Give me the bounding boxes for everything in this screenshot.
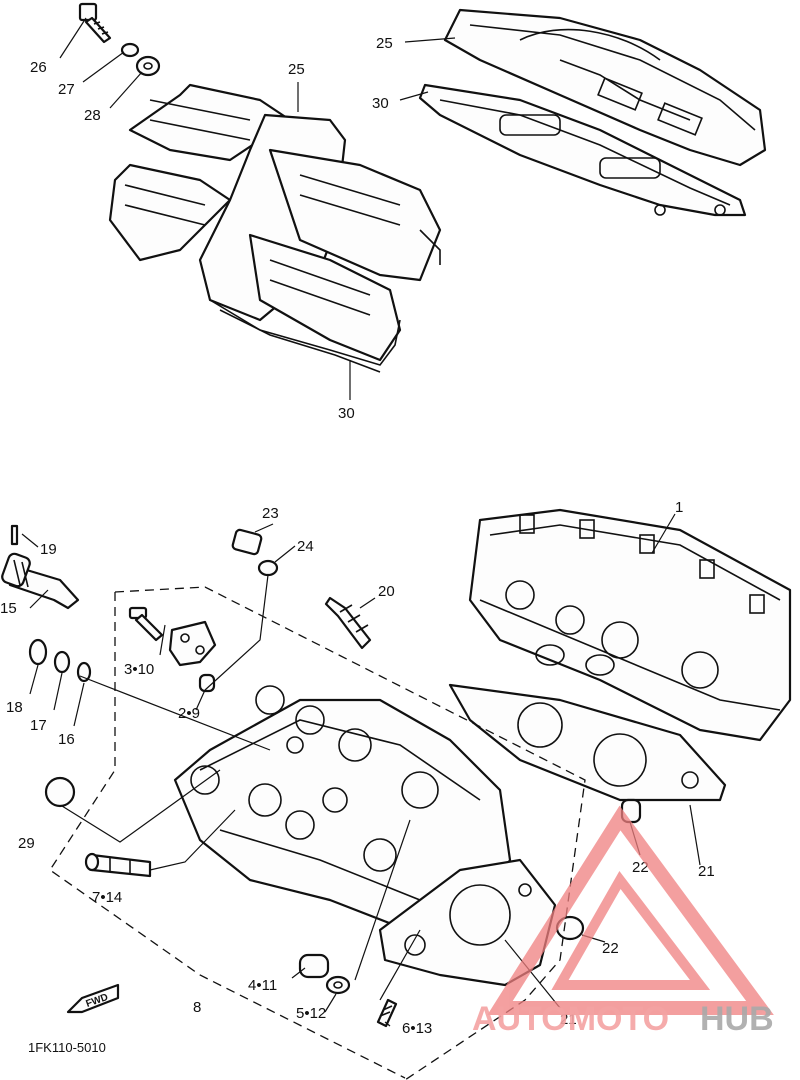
callout-15: 15 bbox=[0, 600, 17, 617]
callout-25-front: 25 bbox=[288, 61, 305, 78]
valve-cover-right bbox=[443, 8, 767, 167]
spark-plug-20 bbox=[324, 596, 372, 650]
callout-19: 19 bbox=[40, 541, 57, 558]
oring-17 bbox=[53, 650, 71, 674]
callout-6-13: 6•13 bbox=[402, 1020, 432, 1037]
oring-16 bbox=[76, 661, 92, 683]
assembly-boundary bbox=[114, 586, 586, 1080]
watermark: AUTOMOTO HUB bbox=[472, 805, 774, 1038]
callout-labels: 1 2•9 3•10 4•11 5•12 6•13 7•14 8 15 16 1… bbox=[0, 35, 715, 1037]
callout-1: 1 bbox=[675, 499, 683, 516]
callout-30-front: 30 bbox=[338, 405, 355, 422]
oring-18 bbox=[28, 638, 48, 666]
callout-4-11: 4•11 bbox=[248, 977, 277, 994]
part-code: 1FK110-5010 bbox=[28, 1040, 106, 1055]
valve-cover-gasket-right bbox=[418, 83, 747, 217]
callout-18: 18 bbox=[6, 699, 23, 716]
washer-27 bbox=[120, 42, 140, 58]
dowel-2-9 bbox=[198, 673, 216, 693]
callout-2-9: 2•9 bbox=[178, 705, 200, 722]
head-gasket-lower bbox=[378, 858, 557, 987]
leader-lines bbox=[21, 17, 701, 1027]
bolt-26 bbox=[78, 2, 112, 44]
callout-22-upper: 22 bbox=[632, 859, 649, 876]
bolt-3-10 bbox=[128, 606, 164, 642]
washer-5-12 bbox=[325, 975, 351, 995]
callout-23: 23 bbox=[262, 505, 279, 522]
callout-24: 24 bbox=[297, 538, 314, 555]
callout-17: 17 bbox=[30, 717, 47, 734]
callout-25-right: 25 bbox=[376, 35, 393, 52]
callout-5-12: 5•12 bbox=[296, 1005, 326, 1022]
watermark-text-automoto: AUTOMOTO bbox=[472, 1000, 669, 1038]
callout-16: 16 bbox=[58, 731, 75, 748]
cover-plate bbox=[168, 620, 217, 667]
watermark-logo-icon bbox=[487, 805, 774, 1015]
callout-20: 20 bbox=[378, 583, 395, 600]
cap-29 bbox=[44, 776, 76, 808]
union-15 bbox=[1, 552, 80, 610]
bolt-23 bbox=[231, 528, 263, 556]
valve-cover-gasket-front bbox=[209, 229, 441, 373]
callout-3-10: 3•10 bbox=[124, 661, 154, 678]
callout-21-upper: 21 bbox=[698, 863, 715, 880]
forward-arrow-icon: FWD bbox=[66, 983, 120, 1014]
nut-4-11 bbox=[298, 953, 330, 979]
callout-8: 8 bbox=[193, 999, 201, 1016]
callout-28: 28 bbox=[84, 107, 101, 124]
callout-26: 26 bbox=[30, 59, 47, 76]
cylinder-head-assembly bbox=[468, 508, 792, 742]
stud-6-13 bbox=[376, 998, 398, 1028]
pipe-7-14 bbox=[84, 852, 152, 878]
callout-21-lower: 21 bbox=[560, 1011, 577, 1028]
callout-29: 29 bbox=[18, 835, 35, 852]
washer-24 bbox=[257, 559, 279, 577]
cylinder-head-exploded bbox=[173, 685, 512, 937]
watermark-text-hub: HUB bbox=[700, 1000, 774, 1038]
callout-22-lower: 22 bbox=[602, 940, 619, 957]
callout-30-right: 30 bbox=[372, 95, 389, 112]
pin-19 bbox=[10, 524, 19, 546]
callout-7-14: 7•14 bbox=[92, 889, 122, 906]
grommet-28 bbox=[135, 55, 161, 77]
head-gasket-upper bbox=[448, 683, 727, 802]
callout-27: 27 bbox=[58, 81, 75, 98]
valve-cover-front bbox=[108, 83, 442, 362]
